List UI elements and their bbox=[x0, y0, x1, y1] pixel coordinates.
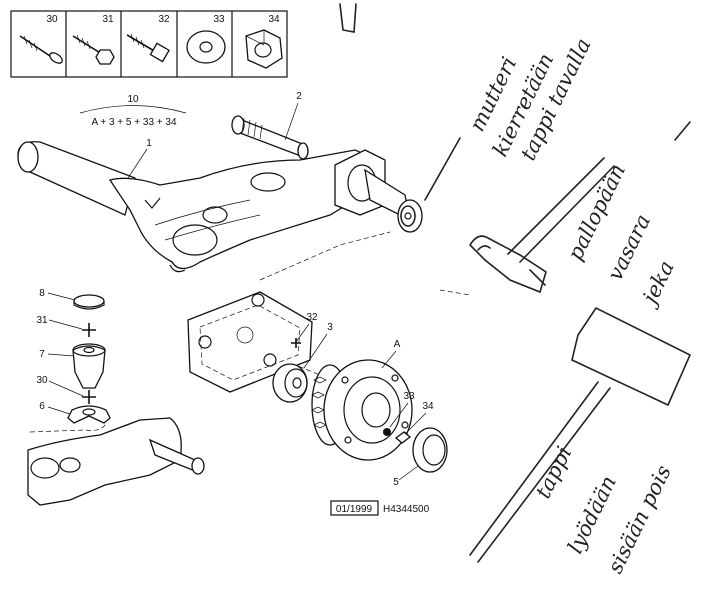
stack-bolt-marker bbox=[82, 323, 96, 337]
callout-1: 1 bbox=[146, 138, 152, 149]
threaded-stud bbox=[231, 115, 309, 160]
note2-line3: jeka bbox=[636, 257, 679, 311]
pen-mark-top bbox=[339, 3, 357, 33]
hammer-sketch bbox=[468, 157, 615, 294]
bump-cap bbox=[73, 294, 105, 308]
reference-date: 01/1999 bbox=[336, 504, 373, 515]
bolt-marker bbox=[291, 338, 301, 348]
screw-icon bbox=[19, 35, 63, 64]
washer-icon bbox=[186, 30, 226, 64]
legend-number-31: 31 bbox=[102, 14, 114, 25]
reference-label: 01/1999 H4344500 bbox=[330, 500, 430, 516]
callout-3: 3 bbox=[327, 322, 333, 333]
rubber-bushing bbox=[72, 345, 106, 389]
kit-label: 10 A + 3 + 5 + 33 + 34 bbox=[79, 94, 187, 128]
date-box bbox=[330, 500, 379, 516]
callout-31: 31 bbox=[36, 315, 48, 326]
legend-frame bbox=[10, 10, 288, 78]
reference-code: H4344500 bbox=[383, 504, 430, 515]
handwritten-note-1: mutteri kierretään tappi tavalla bbox=[465, 35, 596, 165]
callout-34: 34 bbox=[422, 401, 434, 412]
bolt-icon bbox=[72, 34, 115, 65]
small-nut bbox=[394, 431, 412, 444]
nut-icon bbox=[245, 29, 283, 69]
note3-line1: tappi bbox=[531, 443, 576, 503]
seal-washer bbox=[272, 363, 308, 403]
hex-bolt-icon bbox=[126, 33, 170, 63]
drift-sketch bbox=[469, 306, 692, 563]
callout-A: A bbox=[394, 339, 401, 350]
handwritten-note-3: tappi lyödään sisään pois bbox=[531, 443, 676, 578]
wheel-hub bbox=[311, 359, 413, 461]
note3-line2: lyödään bbox=[563, 472, 621, 557]
bushing-stack bbox=[67, 294, 111, 424]
note3-line3: sisään pois bbox=[603, 461, 676, 577]
parts-legend: 30 31 32 33 34 bbox=[10, 10, 288, 78]
pen-arrow-1 bbox=[424, 137, 461, 201]
legend-number-30: 30 bbox=[46, 14, 58, 25]
legend-number-34: 34 bbox=[268, 14, 280, 25]
kit-formula: A + 3 + 5 + 33 + 34 bbox=[91, 117, 177, 128]
callout-33: 33 bbox=[403, 391, 415, 402]
stack-screw-marker bbox=[82, 390, 96, 404]
callout-7: 7 bbox=[39, 349, 45, 360]
small-washer bbox=[383, 428, 391, 436]
lower-arm-assembly bbox=[27, 417, 205, 506]
callout-5: 5 bbox=[393, 477, 399, 488]
trailing-arm-assembly bbox=[17, 141, 423, 273]
legend-number-33: 33 bbox=[213, 14, 225, 25]
callout-2: 2 bbox=[296, 91, 302, 102]
hub-cap bbox=[412, 427, 448, 473]
kit-number: 10 bbox=[127, 94, 139, 105]
note2-line2: vasara bbox=[603, 211, 655, 285]
callout-30: 30 bbox=[36, 375, 48, 386]
assembly-path bbox=[259, 231, 391, 281]
legend-number-32: 32 bbox=[158, 14, 170, 25]
callout-32: 32 bbox=[306, 312, 318, 323]
callout-6: 6 bbox=[39, 401, 45, 412]
callout-8: 8 bbox=[39, 288, 45, 299]
